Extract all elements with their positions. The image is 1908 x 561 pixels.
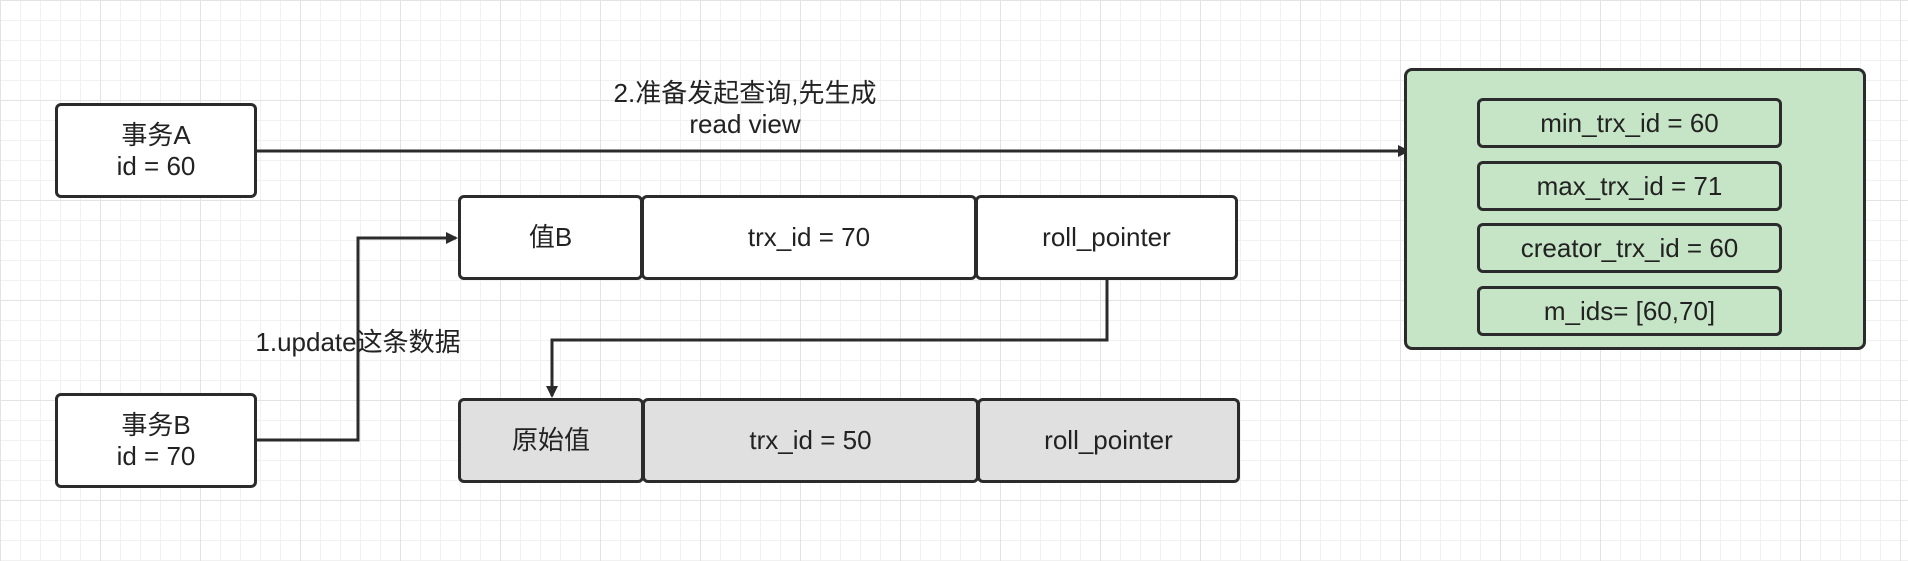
row-new-roll-pointer-text: roll_pointer — [1042, 222, 1171, 252]
row-old-value: 原始值 — [458, 398, 644, 483]
row-new-trx-id-text: trx_id = 70 — [747, 222, 871, 252]
transaction-b-name: 事务B — [121, 409, 191, 440]
edge-b-to-row-new — [256, 232, 458, 442]
transaction-a-id: id = 60 — [116, 150, 196, 181]
transaction-b-box: 事务B id = 70 — [55, 393, 257, 488]
row-new-trx-id: trx_id = 70 — [641, 195, 977, 280]
read-view-max-trx-id: max_trx_id = 71 — [1477, 161, 1782, 211]
transaction-a-box: 事务A id = 60 — [55, 103, 257, 198]
transaction-a-name: 事务A — [121, 119, 191, 150]
step2-label: 2.准备发起查询,先生成 read view — [610, 78, 880, 140]
row-old-roll-pointer: roll_pointer — [977, 398, 1240, 483]
row-old-value-text: 原始值 — [511, 425, 590, 455]
row-new-value: 值B — [458, 195, 643, 280]
row-new-roll-pointer: roll_pointer — [975, 195, 1238, 280]
row-new-value-text: 值B — [528, 222, 573, 252]
read-view-min-trx-id: min_trx_id = 60 — [1477, 98, 1782, 148]
row-old-trx-id: trx_id = 50 — [642, 398, 979, 483]
read-view-m-ids: m_ids= [60,70] — [1477, 286, 1782, 336]
read-view-panel: min_trx_id = 60 max_trx_id = 71 creator_… — [1404, 68, 1866, 350]
step1-label: 1.update这条数据 — [255, 327, 461, 357]
step2-label-line1: 2.准备发起查询,先生成 — [613, 78, 877, 108]
row-old-trx-id-text: trx_id = 50 — [749, 425, 872, 455]
edge-roll-pointer-to-old — [546, 279, 1109, 398]
step2-label-line2: read view — [689, 109, 801, 139]
read-view-creator-trx-id: creator_trx_id = 60 — [1477, 223, 1782, 273]
row-old-roll-pointer-text: roll_pointer — [1044, 425, 1173, 455]
transaction-b-id: id = 70 — [116, 440, 196, 471]
